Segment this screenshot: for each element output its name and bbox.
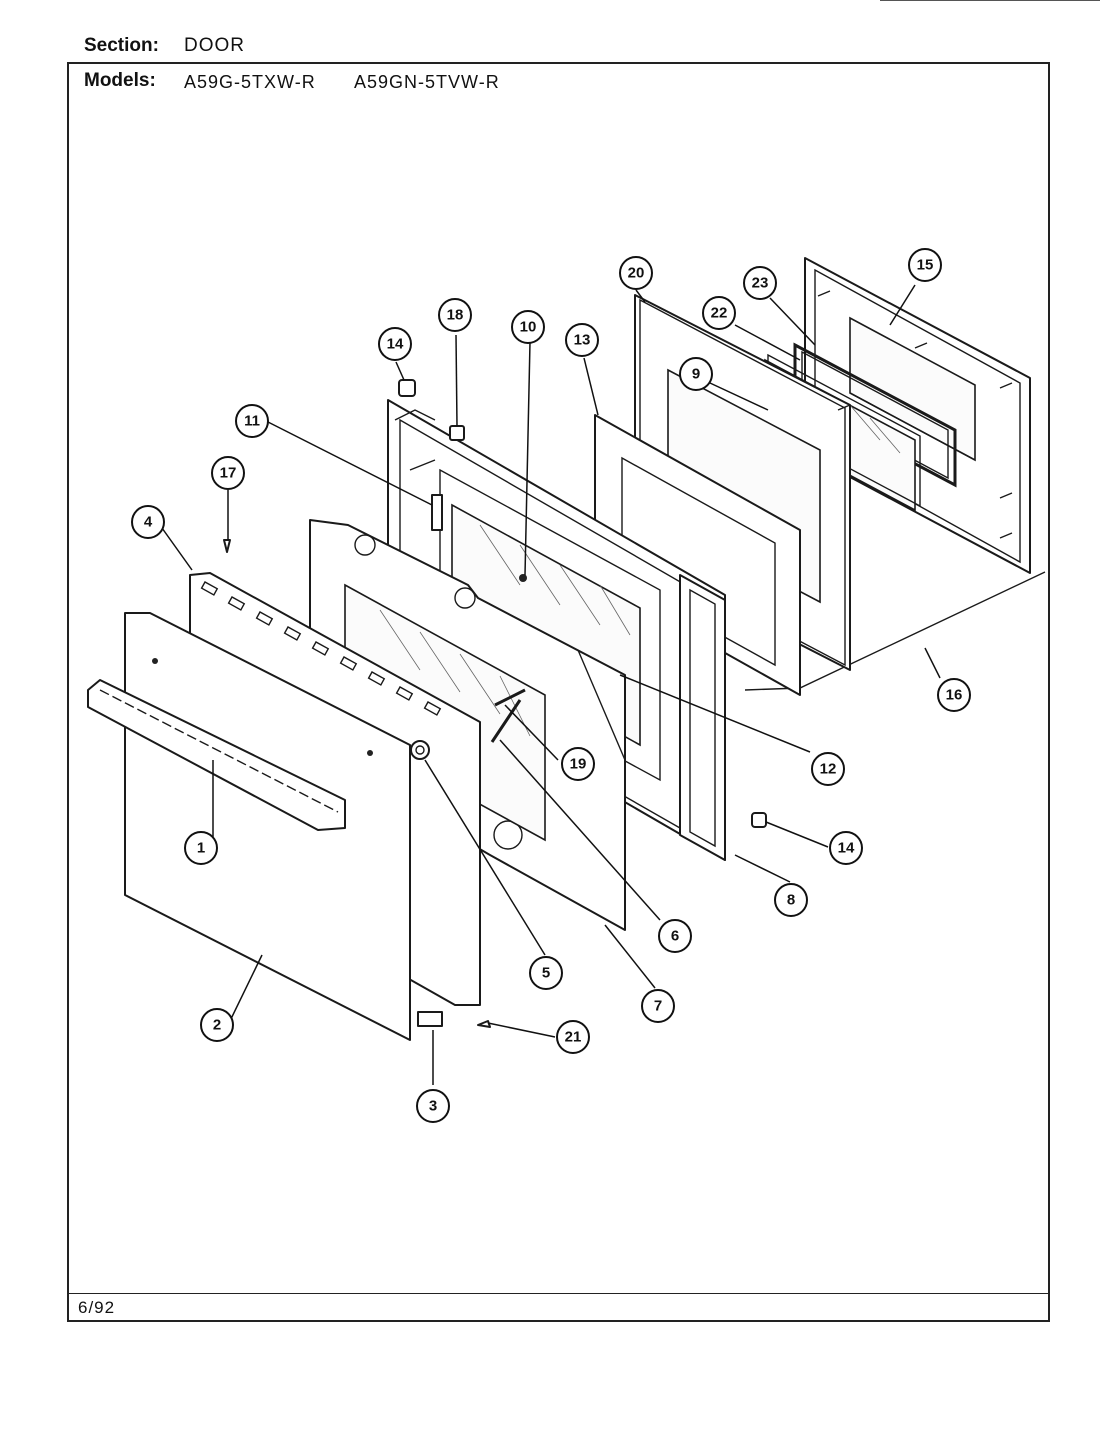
callout-number: 12 xyxy=(820,761,837,778)
callout: 21 xyxy=(556,1020,590,1054)
callout: 7 xyxy=(641,989,675,1023)
callout-number: 16 xyxy=(946,687,963,704)
part-hinge-bracket xyxy=(431,494,443,531)
callout-number: 4 xyxy=(144,514,153,531)
part-clip xyxy=(398,379,416,397)
callout: 5 xyxy=(529,956,563,990)
callout: 19 xyxy=(561,747,595,781)
callout-number: 11 xyxy=(244,413,260,430)
callout: 4 xyxy=(131,505,165,539)
callout-number: 5 xyxy=(542,965,550,982)
part-screw xyxy=(223,539,231,553)
callout: 17 xyxy=(211,456,245,490)
part-stop-bracket xyxy=(449,425,465,441)
callout-number: 13 xyxy=(574,332,591,349)
model-number: A59G-5TXW-R xyxy=(184,72,316,92)
section-value: DOOR xyxy=(184,35,245,56)
section-label: Section: xyxy=(84,35,159,56)
callout: 2 xyxy=(200,1008,234,1042)
part-door-handle xyxy=(87,679,346,831)
callout-number: 6 xyxy=(671,928,679,945)
leader-lines xyxy=(161,284,941,1085)
callout: 13 xyxy=(565,323,599,357)
callout: 3 xyxy=(416,1089,450,1123)
callout-number: 17 xyxy=(220,465,237,482)
callout: 18 xyxy=(438,298,472,332)
callout: 15 xyxy=(908,248,942,282)
callout-number: 22 xyxy=(711,305,728,322)
callout-number: 1 xyxy=(197,840,205,857)
callout-number: 8 xyxy=(787,892,795,909)
callout-number: 7 xyxy=(654,998,662,1015)
callout: 8 xyxy=(774,883,808,917)
part-screw xyxy=(519,574,527,582)
part-screw xyxy=(477,1020,491,1028)
callout-number: 14 xyxy=(387,336,404,353)
callout: 20 xyxy=(619,256,653,290)
models-label: Models: xyxy=(84,70,156,91)
callout-number: 9 xyxy=(692,366,700,383)
callout: 1 xyxy=(184,831,218,865)
callout-number: 23 xyxy=(752,275,769,292)
callout-number: 10 xyxy=(520,319,537,336)
callout-number: 21 xyxy=(565,1029,582,1046)
part-washer xyxy=(410,740,430,760)
callout-number: 19 xyxy=(570,756,587,773)
callout: 22 xyxy=(702,296,736,330)
callout: 9 xyxy=(679,357,713,391)
callout: 23 xyxy=(743,266,777,300)
part-rod xyxy=(494,688,526,707)
diagram-frame xyxy=(67,62,1050,1322)
top-edge-rule xyxy=(880,0,1100,1)
part-clip xyxy=(751,812,767,828)
part-inner-door-panel xyxy=(387,399,726,861)
date-code: 6/92 xyxy=(78,1298,116,1317)
callout-number: 20 xyxy=(628,265,645,282)
callout: 16 xyxy=(937,678,971,712)
model-number: A59GN-5TVW-R xyxy=(354,72,500,92)
callout: 12 xyxy=(811,752,845,786)
callout-number: 15 xyxy=(917,257,934,274)
callout: 14 xyxy=(378,327,412,361)
footer-rule xyxy=(67,1293,1050,1294)
callout-number: 18 xyxy=(447,307,464,324)
part-outer-door-panel xyxy=(124,612,411,1041)
callout: 14 xyxy=(829,831,863,865)
callout: 6 xyxy=(658,919,692,953)
callout-number: 14 xyxy=(838,840,855,857)
callout: 10 xyxy=(511,310,545,344)
callout-number: 3 xyxy=(429,1098,437,1115)
callout-number: 2 xyxy=(213,1017,221,1034)
part-hinge-catch xyxy=(417,1011,443,1027)
callout: 11 xyxy=(235,404,269,438)
